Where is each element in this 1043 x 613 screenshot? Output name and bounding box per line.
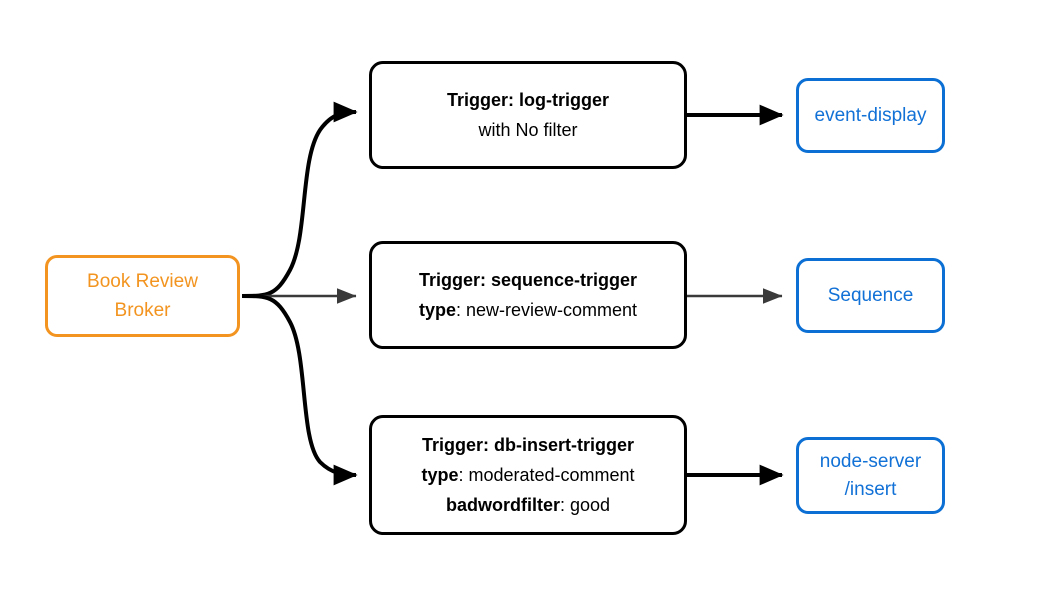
trigger-line-value: : moderated-comment (458, 465, 635, 485)
trigger-line-key: badwordfilter (445, 495, 560, 515)
target-label-line-1: Sequence (827, 284, 914, 306)
trigger-line-1: Trigger: log-trigger (447, 85, 609, 115)
target-node-node-server-insert[interactable]: node-server/insert (796, 437, 945, 514)
target-label-line-2: /insert (844, 478, 897, 500)
trigger-line-value: with No filter (478, 120, 578, 140)
target-node-event-display[interactable]: event-display (796, 78, 945, 153)
trigger-line-1: Trigger: sequence-trigger (419, 265, 637, 295)
trigger-line-2: type: new-review-comment (419, 295, 637, 325)
target-label-line-1: node-server (819, 450, 922, 472)
trigger-line-2: with No filter (478, 115, 577, 145)
trigger-line-text: Trigger: db-insert-trigger (421, 435, 634, 455)
trigger-line-text: Trigger: sequence-trigger (418, 270, 638, 290)
trigger-node-db-insert-trigger[interactable]: Trigger: db-insert-trigger type: moderate… (369, 415, 687, 535)
broker-label-line-1: Book Review (87, 271, 198, 292)
trigger-line-text: Trigger: log-trigger (447, 90, 609, 110)
trigger-node-sequence-trigger[interactable]: Trigger: sequence-trigger type: new-revie… (369, 241, 687, 349)
target-node-sequence[interactable]: Sequence (796, 258, 945, 333)
trigger-line-3: badwordfilter: good (446, 490, 610, 520)
trigger-line-value: : good (559, 495, 611, 515)
trigger-line-key: type (421, 465, 459, 485)
broker-node[interactable]: Book Review Broker (45, 255, 240, 337)
trigger-line-value: : new-review-comment (455, 300, 638, 320)
target-label-line-1: event-display (814, 104, 927, 126)
trigger-line-1: Trigger: db-insert-trigger (422, 430, 634, 460)
trigger-node-log-trigger[interactable]: Trigger: log-trigger with No filter (369, 61, 687, 169)
broker-label-line-2: Broker (114, 300, 171, 321)
trigger-line-2: type: moderated-comment (421, 460, 634, 490)
edges-group (241, 101, 784, 486)
broker-to-log-trigger (241, 101, 358, 298)
trigger-line-key: type (418, 300, 456, 320)
broker-to-db-insert-trigger (241, 294, 358, 486)
